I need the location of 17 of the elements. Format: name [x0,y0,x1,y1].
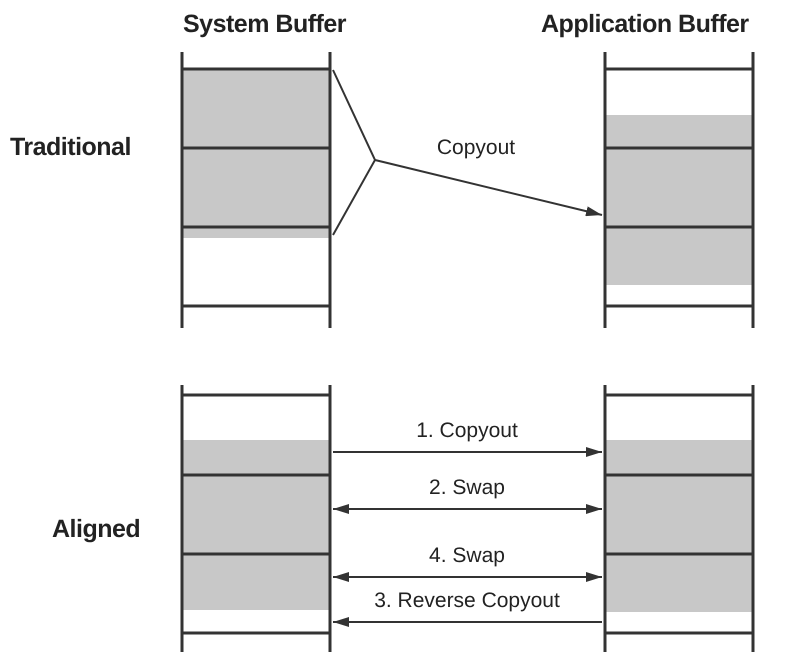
column-heading: System Buffer [183,10,346,39]
buffer-drawing [603,52,755,328]
row-heading: Traditional [10,133,131,162]
arrow [332,69,603,236]
edge-label: Copyout [434,137,518,159]
arrow [333,617,602,627]
column-heading: Application Buffer [541,10,749,39]
buffer-drawing [180,385,332,652]
buffer-drawing [603,385,755,652]
edge-label: 4. Swap [427,545,507,567]
arrow [333,447,602,457]
edge-label: 2. Swap [427,477,507,499]
arrow [333,504,602,514]
arrow [333,572,602,582]
row-heading: Aligned [52,515,140,544]
buffer-drawing [180,52,332,328]
edge-label: 3. Reverse Copyout [372,590,562,612]
